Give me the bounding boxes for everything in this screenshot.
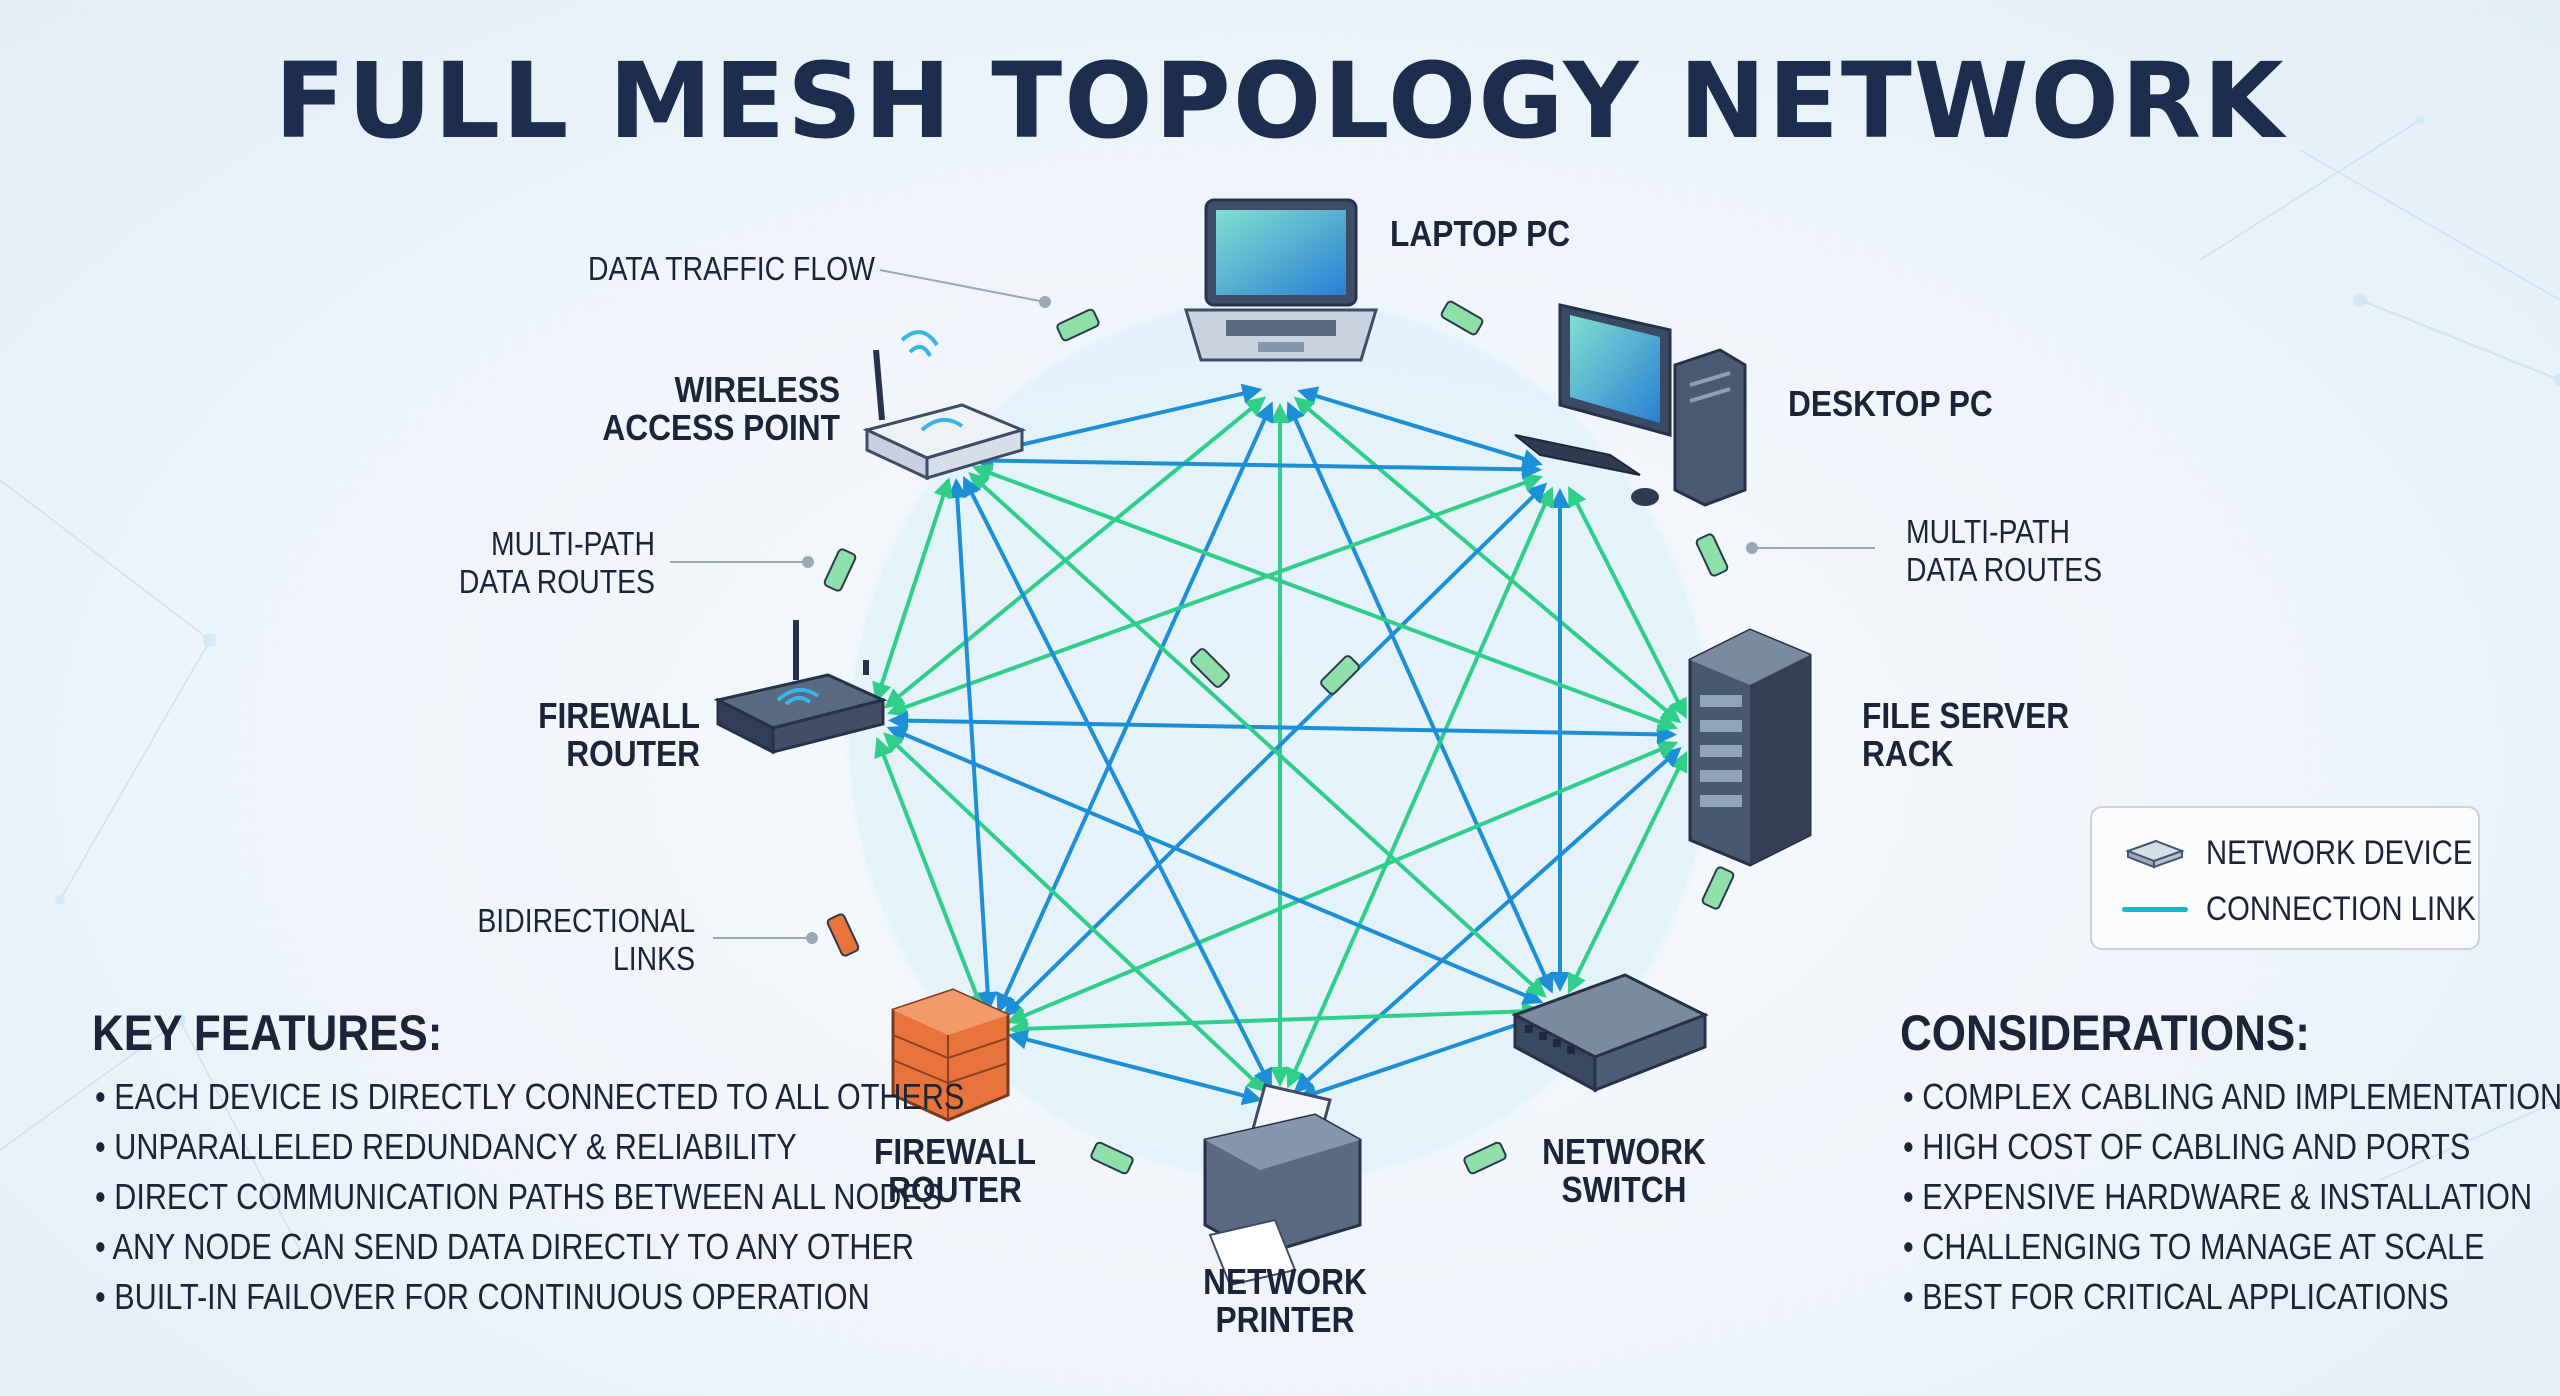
data-packet-icon — [826, 913, 860, 957]
label-printer-line2: PRINTER — [1215, 1299, 1355, 1340]
annotation-multi-path-left-line1: MULTI-PATH — [491, 525, 655, 562]
considerations-heading: CONSIDERATIONS: — [1900, 1005, 2310, 1061]
data-packet-icon — [1090, 1141, 1134, 1175]
network-switch-icon[interactable] — [1511, 973, 1709, 1093]
annotation-bidirectional-line2: LINKS — [612, 940, 695, 977]
label-desktop: DESKTOP PC — [1788, 383, 1993, 424]
data-packet-icon — [1320, 655, 1360, 695]
data-packet-icon — [1701, 866, 1735, 910]
label-server-line2: RACK — [1862, 733, 1954, 774]
page-title: FULL MESH TOPOLOGY NETWORK — [274, 40, 2286, 162]
annotation-multi-path-right-line2: DATA ROUTES — [1906, 551, 2103, 588]
router-icon[interactable] — [713, 620, 888, 755]
annotation-multi-path-right-line1: MULTI-PATH — [1906, 513, 2070, 550]
server-rack-icon[interactable] — [1688, 628, 1812, 867]
link-printer-wap — [963, 476, 1272, 1089]
label-router-line1: FIREWALL — [538, 695, 700, 736]
legend-row-device: NETWORK DEVICE — [2122, 828, 2516, 878]
key-features-item: EACH DEVICE IS DIRECTLY CONNECTED TO ALL… — [95, 1072, 964, 1122]
label-switch-line2: SWITCH — [1561, 1169, 1687, 1210]
legend: NETWORK DEVICE CONNECTION LINK — [2090, 806, 2480, 950]
label-server-line1: FILE SERVER — [1862, 695, 2070, 736]
connection-link-swatch — [2122, 906, 2188, 912]
label-router-line2: ROUTER — [566, 733, 700, 774]
link-router-wap — [872, 477, 953, 703]
label-switch-line1: NETWORK — [1542, 1131, 1706, 1172]
considerations-list: COMPLEX CABLING AND IMPLEMENTATIONHIGH C… — [1903, 1072, 2560, 1322]
data-packets — [823, 300, 1735, 1175]
legend-device-label: NETWORK DEVICE — [2206, 833, 2473, 872]
label-laptop: LAPTOP PC — [1390, 213, 1571, 254]
network-device-icon — [2125, 839, 2185, 869]
data-packet-icon — [1440, 300, 1484, 336]
annotation-bidirectional-line1: BIDIRECTIONAL — [477, 902, 695, 939]
data-packet-icon — [1056, 308, 1100, 342]
label-wap-line1: WIRELESS — [674, 369, 840, 410]
annotation-multi-path-left-line2: DATA ROUTES — [458, 563, 655, 600]
link-firewall-wap — [947, 477, 998, 1013]
label-printer-line1: NETWORK — [1203, 1261, 1367, 1302]
data-packet-icon — [823, 548, 857, 592]
connection-links — [872, 383, 1688, 1106]
data-packet-icon — [1190, 648, 1230, 688]
key-features-item: DIRECT COMMUNICATION PATHS BETWEEN ALL N… — [95, 1172, 964, 1222]
key-features-heading: KEY FEATURES: — [92, 1005, 443, 1061]
considerations-item: HIGH COST OF CABLING AND PORTS — [1903, 1122, 2560, 1172]
legend-row-link: CONNECTION LINK — [2122, 884, 2520, 934]
considerations-item: EXPENSIVE HARDWARE & INSTALLATION — [1903, 1172, 2560, 1222]
key-features-item: ANY NODE CAN SEND DATA DIRECTLY TO ANY O… — [95, 1222, 964, 1272]
wireless-access-point-icon[interactable] — [862, 330, 1027, 481]
key-features-list: EACH DEVICE IS DIRECTLY CONNECTED TO ALL… — [95, 1072, 1118, 1322]
data-packet-icon — [1695, 533, 1729, 577]
printer-icon[interactable] — [1203, 1083, 1362, 1287]
data-packet-icon — [1463, 1141, 1507, 1175]
laptop-icon[interactable] — [1183, 198, 1379, 362]
key-features-item: BUILT-IN FAILOVER FOR CONTINUOUS OPERATI… — [95, 1272, 964, 1322]
considerations-item: COMPLEX CABLING AND IMPLEMENTATION — [1903, 1072, 2560, 1122]
legend-link-label: CONNECTION LINK — [2206, 889, 2476, 928]
annotation-data-traffic-flow: DATA TRAFFIC FLOW — [588, 250, 875, 287]
key-features-item: UNPARALLELED REDUNDANCY & RELIABILITY — [95, 1122, 964, 1172]
considerations-item: BEST FOR CRITICAL APPLICATIONS — [1903, 1272, 2560, 1322]
label-wap-line2: ACCESS POINT — [602, 407, 840, 448]
considerations-item: CHALLENGING TO MANAGE AT SCALE — [1903, 1222, 2560, 1272]
desktop-pc-icon[interactable] — [1514, 303, 1747, 507]
